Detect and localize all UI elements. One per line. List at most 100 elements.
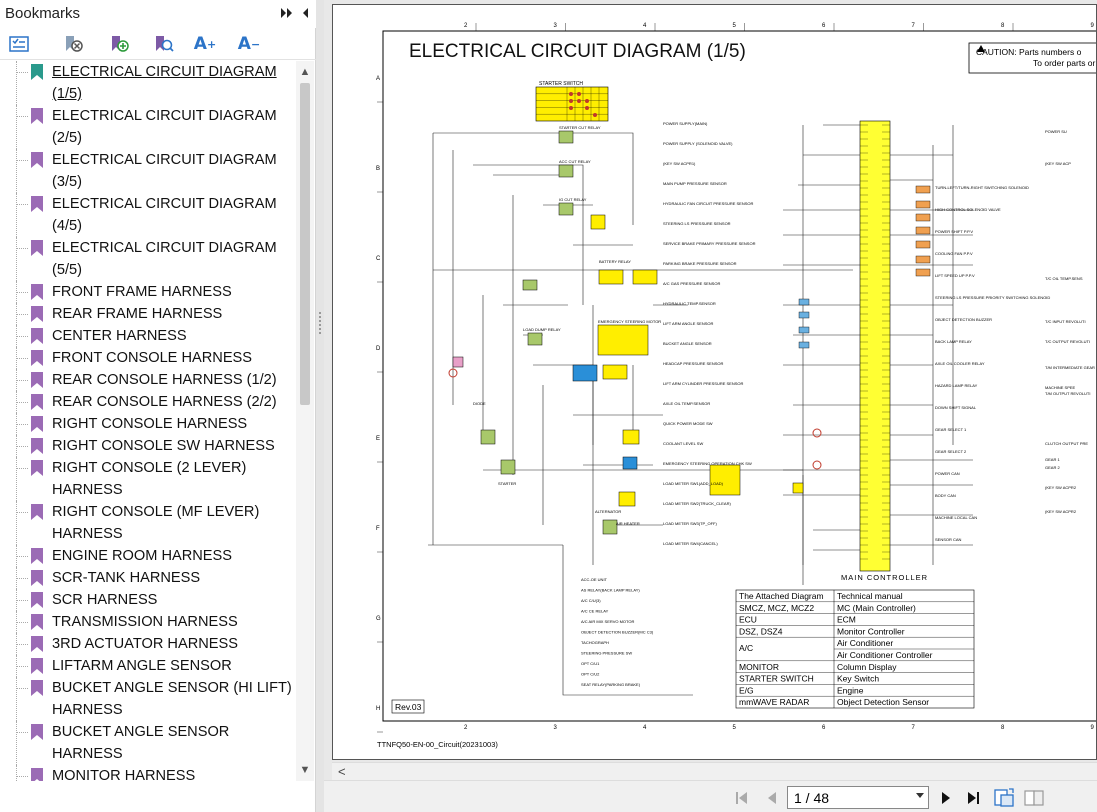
scroll-up-icon[interactable]: ▲: [299, 66, 311, 78]
component-label: EMERGENCY STEERING MOTOR: [598, 319, 661, 324]
bookmark-icon: [31, 548, 43, 564]
input-label: LIFT ARM CYLINDER PRESSURE SENSOR: [663, 381, 744, 386]
bookmark-item[interactable]: RIGHT CONSOLE SW HARNESS: [0, 435, 296, 457]
diagram-title: ELECTRICAL CIRCUIT DIAGRAM (1/5): [409, 41, 746, 62]
scroll-down-icon[interactable]: ▼: [299, 764, 311, 776]
bookmark-options-icon[interactable]: [6, 32, 32, 56]
bookmark-item[interactable]: CENTER HARNESS: [0, 325, 296, 347]
bookmark-item[interactable]: MONITOR HARNESS: [0, 765, 296, 781]
component-block: [572, 364, 598, 382]
bookmark-icon: [31, 724, 43, 740]
bookmark-item[interactable]: BUCKET ANGLE SENSOR HARNESS: [0, 721, 296, 765]
far-right-label: T/M OUTPUT REVOLUTI: [1045, 391, 1090, 396]
legend-value: ECM: [837, 615, 856, 625]
previous-page-icon[interactable]: [764, 788, 780, 808]
legend-value: MC (Main Controller): [837, 603, 916, 613]
tree-tick: [16, 644, 28, 645]
output-label: BACK LAMP RELAY: [935, 339, 972, 344]
bookmark-item[interactable]: TRANSMISSION HARNESS: [0, 611, 296, 633]
component-label: DIODE: [473, 401, 486, 406]
bookmarks-scroll-thumb[interactable]: [300, 83, 310, 405]
bookmark-item[interactable]: 3RD ACTUATOR HARNESS: [0, 633, 296, 655]
add-bookmark-icon[interactable]: [106, 32, 132, 56]
tree-tick: [16, 578, 28, 579]
column-number: 3: [554, 23, 558, 29]
sensor-symbol: [798, 341, 810, 349]
bookmark-item[interactable]: FRONT FRAME HARNESS: [0, 281, 296, 303]
first-page-icon[interactable]: [734, 788, 752, 808]
connection-label: AS RELAY(BACK LAMP RELAY): [581, 588, 640, 593]
bookmark-label: RIGHT CONSOLE (2 LEVER) HARNESS: [52, 460, 247, 498]
input-label: HYDRAULIC FAN CIRCUIT PRESSURE SENSOR: [663, 201, 753, 206]
bookmark-item[interactable]: REAR CONSOLE HARNESS (1/2): [0, 369, 296, 391]
page-number-value: 1 / 48: [794, 789, 830, 806]
output-label: SENSOR CAN: [935, 537, 962, 542]
solenoid-symbol: [915, 255, 931, 264]
bookmark-item[interactable]: LIFTARM ANGLE SENSOR: [0, 655, 296, 677]
connector-marker: [448, 368, 458, 378]
page-number-select[interactable]: 1 / 48: [787, 786, 929, 809]
chevron-down-icon[interactable]: [916, 793, 924, 798]
component-block: [500, 459, 516, 475]
bookmark-item[interactable]: SCR-TANK HARNESS: [0, 567, 296, 589]
scroll-left-icon[interactable]: <: [338, 764, 346, 779]
bookmark-item[interactable]: BUCKET ANGLE SENSOR (HI LIFT) HARNESS: [0, 677, 296, 721]
delete-bookmark-icon[interactable]: [60, 32, 86, 56]
connection-label: STEERING PRESSURE SW: [581, 651, 632, 656]
rev-box: [391, 699, 425, 714]
horizontal-scrollbar[interactable]: <: [332, 762, 1097, 780]
bookmark-item[interactable]: REAR FRAME HARNESS: [0, 303, 296, 325]
bookmark-item[interactable]: SCR HARNESS: [0, 589, 296, 611]
output-label: DOWN SHIFT SIGNAL: [935, 405, 977, 410]
bookmark-item[interactable]: ELECTRICAL CIRCUIT DIAGRAM (3/5): [0, 149, 296, 193]
tree-tick: [16, 380, 28, 381]
drawing-frame: [382, 30, 1096, 722]
bookmark-item[interactable]: FRONT CONSOLE HARNESS: [0, 347, 296, 369]
connection-label: SEAT RELAY(PARKING BRAKE): [581, 682, 641, 687]
legend-key: MONITOR: [739, 662, 779, 672]
component-label: BATTERY RELAY: [599, 259, 631, 264]
last-page-icon[interactable]: [962, 788, 982, 808]
bookmark-item[interactable]: RIGHT CONSOLE HARNESS: [0, 413, 296, 435]
bookmark-item[interactable]: REAR CONSOLE HARNESS (2/2): [0, 391, 296, 413]
component-label: STARTER CUT RELAY: [559, 125, 601, 130]
switch-contact-dot: [585, 106, 589, 110]
splitter-grip-icon[interactable]: [319, 312, 321, 334]
bookmark-item[interactable]: ENGINE ROOM HARNESS: [0, 545, 296, 567]
expand-panel-icon[interactable]: [278, 4, 296, 22]
bookmarks-scrollbar[interactable]: ▲ ▼: [296, 61, 314, 781]
row-letter: H: [376, 706, 380, 712]
tree-tick: [16, 600, 28, 601]
connection-label: TACHOGRAPH: [581, 640, 609, 645]
bookmark-icon: [31, 306, 43, 322]
controller-input-labels: POWER SUPPLY(MAIN)POWER SUPPLY (SOLENOID…: [663, 121, 756, 546]
two-page-icon[interactable]: [1022, 787, 1046, 809]
legend-key: E/G: [739, 685, 754, 695]
column-number-bottom: 8: [1001, 725, 1005, 731]
bookmark-item[interactable]: RIGHT CONSOLE (2 LEVER) HARNESS: [0, 457, 296, 501]
collapse-panel-icon[interactable]: [296, 4, 314, 22]
page-layout-icon[interactable]: [992, 787, 1016, 809]
text-smaller-icon[interactable]: A−: [237, 34, 261, 54]
far-right-label: GEAR 2: [1045, 465, 1060, 470]
bookmark-label: ENGINE ROOM HARNESS: [52, 548, 233, 564]
switch-contact-dot: [569, 99, 573, 103]
tree-line: [16, 501, 17, 545]
bookmark-item[interactable]: ELECTRICAL CIRCUIT DIAGRAM (4/5): [0, 193, 296, 237]
text-larger-icon[interactable]: A+: [193, 34, 217, 54]
bookmark-label: ELECTRICAL CIRCUIT DIAGRAM (3/5): [52, 152, 277, 190]
find-bookmark-icon[interactable]: [150, 32, 176, 56]
row-letter: F: [376, 526, 380, 532]
next-page-icon[interactable]: [938, 788, 954, 808]
panel-splitter[interactable]: [316, 0, 324, 812]
bookmark-item[interactable]: RIGHT CONSOLE (MF LEVER) HARNESS: [0, 501, 296, 545]
row-letter: G: [376, 616, 381, 622]
output-label: HAZARD LAMP RELAY: [935, 383, 978, 388]
bookmark-item[interactable]: ELECTRICAL CIRCUIT DIAGRAM (5/5): [0, 237, 296, 281]
rev-label: Rev.03: [395, 702, 422, 712]
column-number-bottom: 9: [1091, 725, 1095, 731]
bookmark-item[interactable]: ELECTRICAL CIRCUIT DIAGRAM (1/5): [0, 61, 296, 105]
bookmark-item[interactable]: ELECTRICAL CIRCUIT DIAGRAM (2/5): [0, 105, 296, 149]
